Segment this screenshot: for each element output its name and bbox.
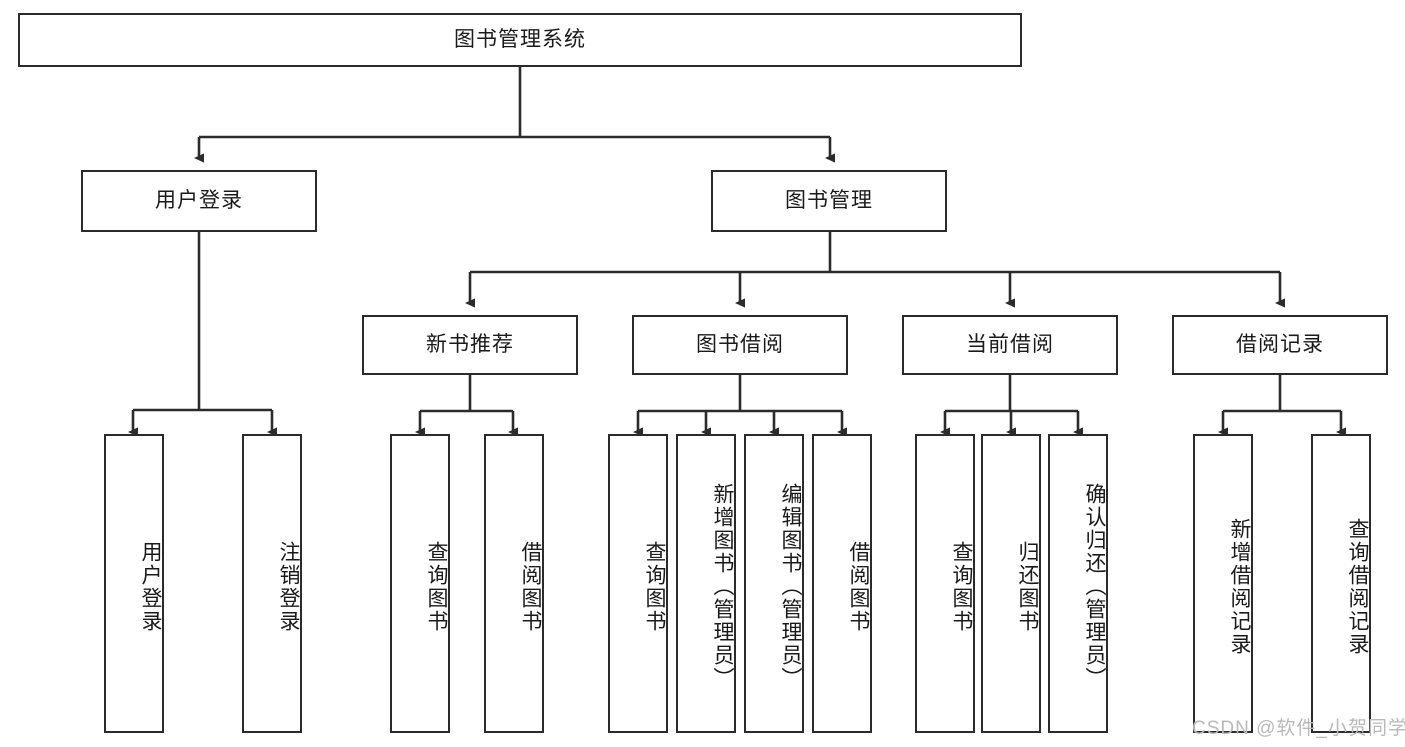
node-label: 新增图书（管理员）	[711, 483, 734, 690]
leaf-user-logout[interactable]: 注销登录	[242, 434, 302, 733]
watermark-text: CSDN @软件_小贺同学	[1192, 718, 1405, 739]
leaf-query-borrow-record[interactable]: 查询借阅记录	[1311, 434, 1371, 733]
leaf-confirm-return-admin[interactable]: 确认归还（管理员）	[1048, 434, 1108, 733]
node-label: 查询图书	[950, 540, 973, 633]
node-label: 图书借阅	[696, 333, 784, 357]
node-label: 用户登录	[139, 540, 162, 633]
leaf-borrow-book[interactable]: 借阅图书	[812, 434, 872, 733]
node-label: 借阅图书	[847, 540, 870, 633]
node-label: 确认归还（管理员）	[1083, 483, 1106, 690]
node-label: 借阅记录	[1236, 333, 1324, 357]
leaf-query-book-recommend[interactable]: 查询图书	[390, 434, 450, 733]
node-book-management[interactable]: 图书管理	[711, 170, 947, 232]
leaf-add-borrow-record[interactable]: 新增借阅记录	[1193, 434, 1253, 733]
node-book-borrow[interactable]: 图书借阅	[632, 315, 848, 375]
node-user-login[interactable]: 用户登录	[81, 170, 317, 232]
node-label: 编辑图书（管理员）	[779, 483, 802, 690]
leaf-user-login[interactable]: 用户登录	[104, 434, 164, 733]
leaf-add-book-admin[interactable]: 新增图书（管理员）	[676, 434, 736, 733]
leaf-borrow-book-recommend[interactable]: 借阅图书	[484, 434, 544, 733]
node-label: 图书管理	[785, 189, 873, 213]
node-label: 图书管理系统	[454, 28, 586, 52]
node-label: 新书推荐	[426, 333, 514, 357]
node-new-book-recommend[interactable]: 新书推荐	[362, 315, 578, 375]
leaf-return-book[interactable]: 归还图书	[981, 434, 1041, 733]
node-current-borrow[interactable]: 当前借阅	[902, 315, 1118, 375]
node-label: 查询借阅记录	[1346, 517, 1369, 656]
leaf-query-book-current[interactable]: 查询图书	[915, 434, 975, 733]
leaf-edit-book-admin[interactable]: 编辑图书（管理员）	[744, 434, 804, 733]
node-label: 用户登录	[155, 189, 243, 213]
node-label: 当前借阅	[966, 333, 1054, 357]
node-label: 查询图书	[643, 540, 666, 633]
node-label: 查询图书	[425, 540, 448, 633]
node-label: 借阅图书	[519, 540, 542, 633]
node-label: 新增借阅记录	[1228, 517, 1251, 656]
node-book-management-system[interactable]: 图书管理系统	[18, 13, 1022, 67]
node-borrow-record[interactable]: 借阅记录	[1172, 315, 1388, 375]
node-label: 归还图书	[1016, 540, 1039, 633]
leaf-query-book-borrow[interactable]: 查询图书	[608, 434, 668, 733]
node-label: 注销登录	[277, 540, 300, 633]
